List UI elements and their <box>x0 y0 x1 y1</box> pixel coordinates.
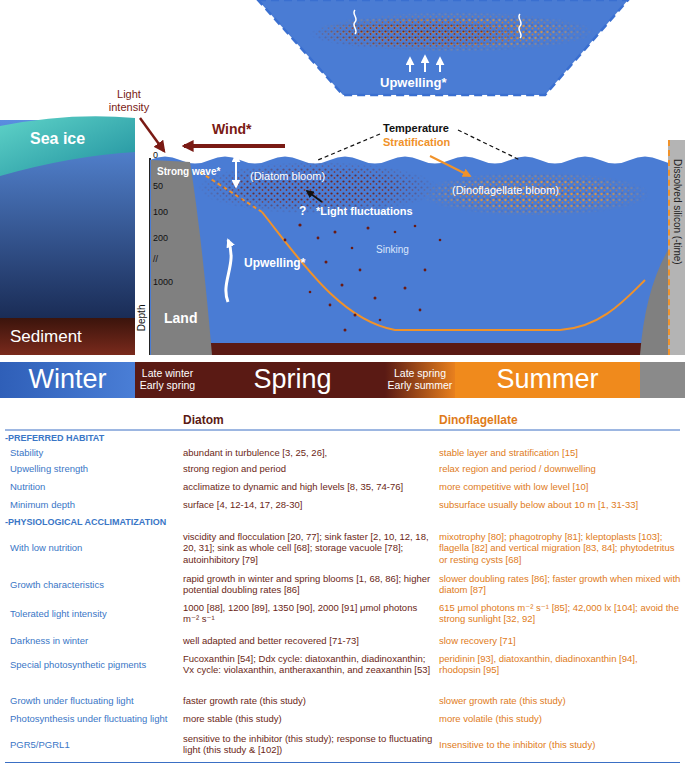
row-label: Special photosynthetic pigments <box>10 659 180 670</box>
axis-break: // <box>153 254 158 265</box>
table-cell: stable layer and stratification [15] <box>439 447 681 458</box>
node-label: Summer <box>496 365 598 395</box>
table-cell: more stable (this study) <box>183 713 435 724</box>
row-label: Minimum depth <box>10 499 180 510</box>
row-label: Stability <box>10 447 180 458</box>
node-label: Land <box>164 310 197 327</box>
season-band: Late spring Early summer <box>385 362 455 398</box>
node-label: Spring <box>253 365 331 395</box>
column-header: Dinoflagellate <box>439 413 518 427</box>
table-cell: sensitive to the inhibitor (this study);… <box>183 733 435 756</box>
table-cell: Fucoxanthin [54]; Ddx cycle: diatoxanthi… <box>183 653 435 676</box>
depth-tick: 50 <box>153 181 163 192</box>
factor-label: Stratification <box>383 136 450 149</box>
table-cell: Insensitive to the inhibitor (this study… <box>439 739 681 750</box>
silicon-column: Dissolved silicon (-time) <box>668 140 685 355</box>
table-cell: slower growth rate (this study) <box>439 695 681 706</box>
factor-label: Wind* <box>212 121 252 138</box>
node-label: Dissolved silicon (-time) <box>671 159 683 265</box>
table-cell: slower doubling rates [86]; faster growt… <box>439 573 681 596</box>
depth-tick: 1000 <box>153 277 173 288</box>
bloom-label: (Dinoflagellate bloom) <box>452 184 559 197</box>
section-heading: -PHYSIOLOGICAL ACCLIMATIZATION <box>5 517 166 528</box>
table-cell: viscidity and flocculation [20, 77]; sin… <box>183 531 435 565</box>
table-cell: surface [4, 12-14, 17, 28-30] <box>183 499 435 510</box>
column-header: Diatom <box>183 413 224 427</box>
row-label: Growth under fluctuating light <box>10 695 180 706</box>
table-cell: more competitive with low level [10] <box>439 481 681 492</box>
node-label: Sediment <box>10 327 82 347</box>
row-label: PGR5/PGRL1 <box>10 739 180 750</box>
table-cell: 615 μmol photons m⁻² s⁻¹ [85]; 42,000 lx… <box>439 602 681 625</box>
depth-tick: 200 <box>153 233 168 244</box>
process-label: Upwelling* <box>244 256 305 270</box>
factor-label: Light intensity <box>96 88 162 114</box>
table-cell: more volatile (this study) <box>439 713 681 724</box>
table-rule <box>5 762 680 763</box>
section-heading: -PREFERRED HABITAT <box>5 433 104 444</box>
table-cell: acclimatize to dynamic and high levels [… <box>183 481 435 492</box>
season-band: Spring <box>200 362 385 398</box>
table-cell: strong region and period <box>183 463 435 474</box>
table-cell: subsurface usually below about 10 m [1, … <box>439 499 681 510</box>
table-cell: relax region and period / downwelling <box>439 463 681 474</box>
table-cell: abundant in turbulence [3, 25, 26], <box>183 447 435 458</box>
table-cell: slow recovery [71] <box>439 635 681 646</box>
sea-ice: Sea ice <box>0 112 135 176</box>
season-band: Summer <box>455 362 640 398</box>
question-mark: ? <box>299 204 306 218</box>
depth-tick: 100 <box>153 207 168 218</box>
node-label: Late winter Early spring <box>137 368 199 391</box>
season-band: Late winter Early spring <box>135 362 200 398</box>
node-label: Sea ice <box>30 130 85 149</box>
depth-tick: 0 <box>153 150 158 161</box>
table-cell: mixotrophy [80]; phagotrophy [81]; klept… <box>439 531 681 565</box>
row-label: Upwelling strength <box>10 463 180 474</box>
row-label: Photosynthesis under fluctuating light <box>10 713 180 724</box>
factor-label: Temperature <box>383 122 449 135</box>
row-label: Tolerated light intensity <box>10 608 180 619</box>
axis-title: Depth <box>136 305 148 332</box>
table-cell: well adapted and better recovered [71-73… <box>183 635 435 646</box>
sediment: Sediment <box>0 318 135 355</box>
row-label: With low nutrition <box>10 542 180 553</box>
table-cell: peridinin [93], diatoxanthin, diadinoxan… <box>439 653 681 676</box>
row-label: Growth characteristics <box>10 579 180 590</box>
table-cell: 1000 [88], 1200 [89], 1350 [90], 2000 [9… <box>183 602 435 625</box>
factor-label: Strong wave* <box>157 166 220 178</box>
table-cell: rapid growth in winter and spring blooms… <box>183 573 435 596</box>
node-label: Winter <box>28 365 106 395</box>
table-cell: faster growth rate (this study) <box>183 695 435 706</box>
process-label: Upwelling* <box>380 75 446 90</box>
row-label: Nutrition <box>10 481 180 492</box>
factor-label: *Light fluctuations <box>316 205 413 218</box>
node-label: Late spring Early summer <box>386 368 454 391</box>
bloom-label: (Diatom bloom) <box>250 170 325 183</box>
process-label: Sinking <box>376 244 409 256</box>
row-label: Darkness in winter <box>10 635 180 646</box>
season-band: Winter <box>0 362 135 398</box>
